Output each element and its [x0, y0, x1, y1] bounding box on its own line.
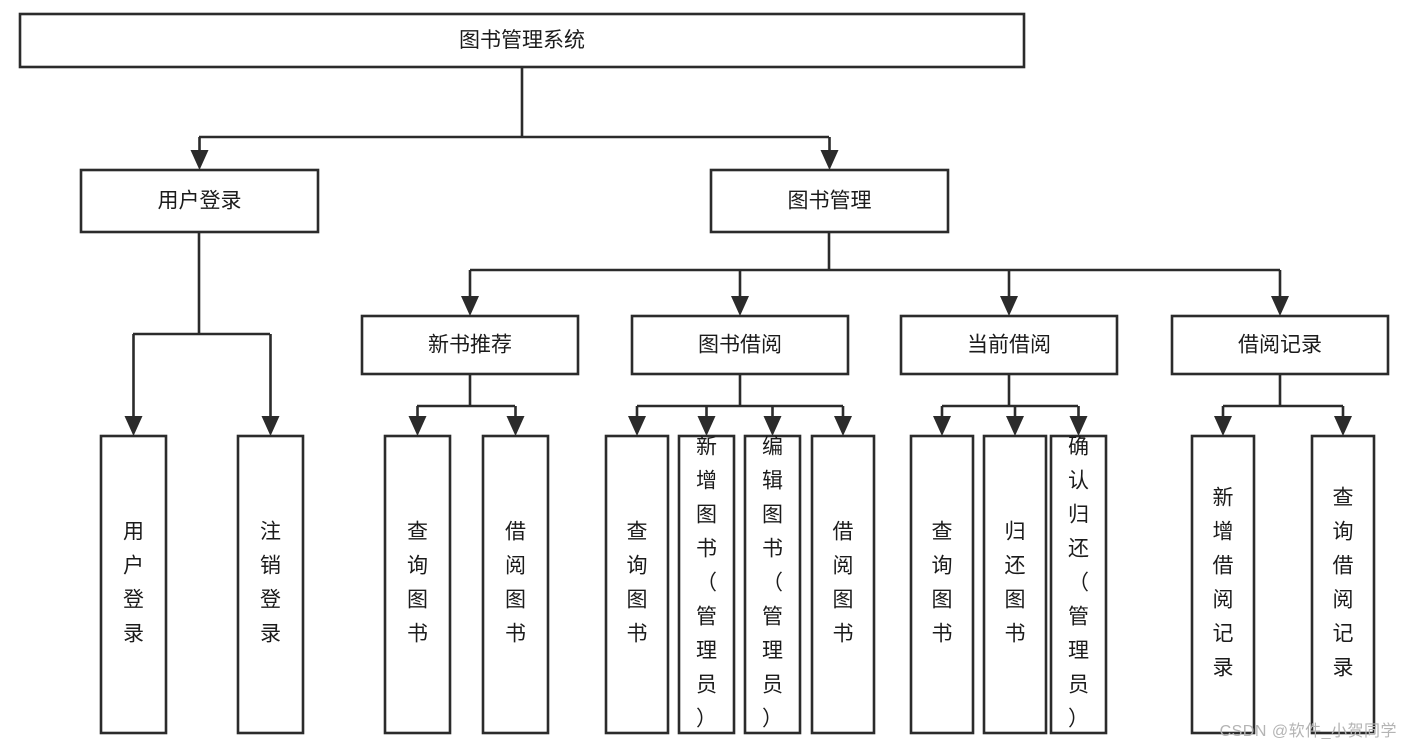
node-label-leaf-borrow-book-2: 借阅图书: [833, 521, 854, 646]
nodes-layer: 图书管理系统用户登录图书管理新书推荐图书借阅当前借阅借阅记录用户登录注销登录查询…: [18, 12, 1390, 735]
node-book-borrow[interactable]: 图书借阅: [630, 314, 850, 376]
arrow-user-login-to-leaf-user-login: [124, 334, 143, 436]
arrow-book-manage-to-current-borrow: [1000, 270, 1018, 316]
arrow-book-borrow-to-leaf-add-book-admin: [697, 406, 716, 436]
arrow-book-manage-to-new-book-rec: [461, 270, 479, 316]
arrow-current-borrow-to-leaf-return-book: [1006, 406, 1024, 436]
node-label-leaf-edit-book-admin: 编辑图书（管理员）: [762, 436, 783, 731]
node-label-borrow-record: 借阅记录: [1238, 334, 1322, 357]
connector-bus-book-manage: [470, 232, 1280, 272]
node-leaf-borrow-book-1[interactable]: 借阅图书: [481, 434, 550, 735]
arrow-borrow-record-to-leaf-query-borrow-record: [1334, 406, 1352, 436]
connectors-layer: [124, 67, 1352, 436]
arrow-borrow-record-to-leaf-add-borrow-record: [1214, 406, 1232, 436]
node-leaf-query-book-2[interactable]: 查询图书: [604, 434, 670, 735]
node-label-leaf-query-book-3: 查询图书: [932, 521, 953, 646]
arrow-new-book-rec-to-leaf-query-book-1: [408, 406, 427, 436]
node-current-borrow[interactable]: 当前借阅: [899, 314, 1119, 376]
node-leaf-user-logout[interactable]: 注销登录: [236, 434, 305, 735]
node-label-leaf-query-borrow-record: 查询借阅记录: [1333, 487, 1354, 680]
node-label-leaf-user-login: 用户登录: [123, 521, 144, 646]
arrow-current-borrow-to-leaf-query-book-3: [933, 406, 951, 436]
node-label-leaf-user-logout: 注销登录: [260, 521, 281, 646]
connector-bus-book-borrow: [637, 374, 843, 408]
node-leaf-query-borrow-record[interactable]: 查询借阅记录: [1310, 434, 1376, 735]
connector-bus-current-borrow: [942, 374, 1078, 408]
node-leaf-return-book[interactable]: 归还图书: [982, 434, 1048, 735]
node-borrow-record[interactable]: 借阅记录: [1170, 314, 1390, 376]
node-leaf-edit-book-admin[interactable]: 编辑图书（管理员）: [743, 434, 802, 735]
node-label-leaf-return-book: 归还图书: [1005, 521, 1026, 646]
arrow-new-book-rec-to-leaf-borrow-book-1: [506, 406, 525, 436]
arrow-book-borrow-to-leaf-borrow-book-2: [834, 406, 852, 436]
csdn-watermark: CSDN @软件_小贺同学: [1219, 723, 1397, 740]
connector-bus-root: [199, 67, 829, 139]
node-leaf-query-book-3[interactable]: 查询图书: [909, 434, 975, 735]
arrow-book-borrow-to-leaf-query-book-2: [628, 406, 646, 436]
node-label-leaf-add-book-admin: 新增图书（管理员）: [696, 436, 717, 731]
node-label-leaf-confirm-return-admin: 确认归还（管理员）: [1068, 436, 1089, 731]
node-root[interactable]: 图书管理系统: [18, 12, 1026, 69]
arrow-book-manage-to-book-borrow: [731, 270, 749, 316]
node-label-leaf-query-book-2: 查询图书: [627, 521, 648, 646]
node-leaf-query-book-1[interactable]: 查询图书: [383, 434, 452, 735]
node-label-current-borrow: 当前借阅: [967, 334, 1051, 357]
node-leaf-confirm-return-admin[interactable]: 确认归还（管理员）: [1049, 434, 1108, 735]
arrow-book-manage-to-borrow-record: [1271, 270, 1289, 316]
arrow-user-login-to-leaf-user-logout: [261, 334, 280, 436]
node-label-book-borrow: 图书借阅: [698, 334, 782, 357]
node-label-user-login: 用户登录: [158, 190, 242, 213]
node-label-leaf-query-book-1: 查询图书: [407, 521, 428, 646]
connector-bus-borrow-record: [1223, 374, 1343, 408]
arrow-root-to-book-manage: [820, 137, 839, 170]
node-leaf-borrow-book-2[interactable]: 借阅图书: [810, 434, 876, 735]
node-book-manage[interactable]: 图书管理: [709, 168, 950, 234]
arrow-current-borrow-to-leaf-confirm-return-admin: [1069, 406, 1088, 436]
node-label-leaf-add-borrow-record: 新增借阅记录: [1213, 487, 1234, 680]
node-leaf-user-login[interactable]: 用户登录: [99, 434, 168, 735]
node-leaf-add-book-admin[interactable]: 新增图书（管理员）: [677, 434, 736, 735]
connector-bus-new-book-rec: [417, 374, 515, 408]
node-label-new-book-rec: 新书推荐: [428, 334, 512, 357]
node-label-leaf-borrow-book-1: 借阅图书: [505, 521, 526, 646]
node-new-book-rec[interactable]: 新书推荐: [360, 314, 580, 376]
arrow-book-borrow-to-leaf-edit-book-admin: [763, 406, 782, 436]
arrow-root-to-user-login: [190, 137, 209, 170]
connector-bus-user-login: [133, 232, 270, 336]
node-leaf-add-borrow-record[interactable]: 新增借阅记录: [1190, 434, 1256, 735]
node-label-root: 图书管理系统: [459, 29, 585, 52]
node-label-book-manage: 图书管理: [788, 190, 872, 213]
node-user-login[interactable]: 用户登录: [79, 168, 320, 234]
